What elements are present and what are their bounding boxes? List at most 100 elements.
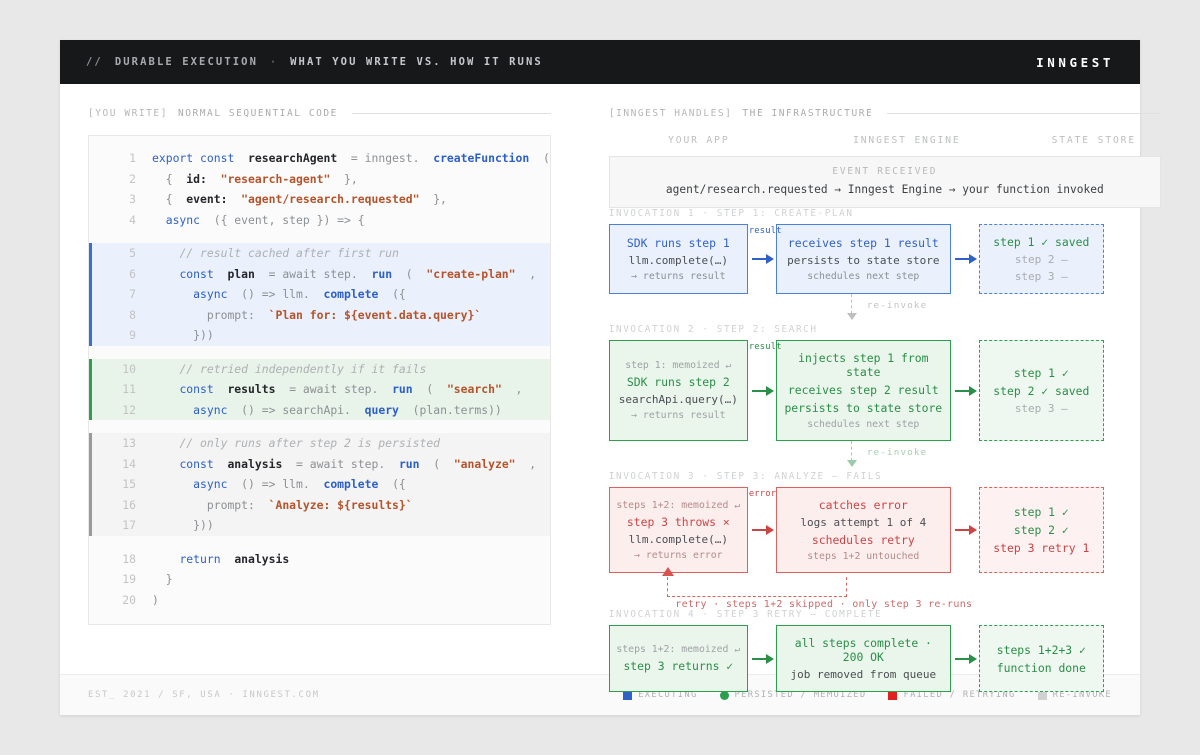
legend-item: RE-INVOKE xyxy=(1037,690,1112,700)
code-line-text: // retried independently if it fails xyxy=(179,361,427,376)
state-store-box[interactable]: step 1 ✓step 2 ✓step 3 retry 1 xyxy=(978,487,1104,573)
flow-arrow-head xyxy=(765,385,774,396)
box-line: step 2 – xyxy=(1014,253,1068,266)
column-headers: YOUR APP INNGEST ENGINE STATE STORE xyxy=(609,135,1161,146)
flow-arrow-head xyxy=(765,254,774,264)
invocation-row: steps 1+2: memoized ↵step 3 throws ×llm.… xyxy=(608,487,1161,573)
flow-arrow-head xyxy=(968,385,977,396)
code-line-number: 5 xyxy=(129,246,136,260)
code-section-rule xyxy=(351,113,551,114)
footer-credit: EST_ 2021 / SF, USA · INNGEST.COM xyxy=(88,690,320,700)
connector-label: re-invoke xyxy=(866,300,928,311)
code-line: 3 { event: "agent/research.requested" }, xyxy=(89,189,550,210)
flow-arrow: result xyxy=(748,224,782,294)
code-line-text: ) xyxy=(152,592,159,607)
code-line-number: 6 xyxy=(129,266,136,281)
flow-arrow-head xyxy=(968,653,977,664)
page-title: DURABLE EXECUTION xyxy=(114,56,259,68)
connector-arrowhead xyxy=(846,313,857,320)
legend-swatch-icon xyxy=(623,690,633,700)
connector-line xyxy=(850,294,852,314)
flow-arrow-line xyxy=(751,389,772,392)
box-line: all steps complete · 200 OK xyxy=(794,636,932,664)
code-line-number: 13 xyxy=(122,436,136,450)
re-invoke-connector: re-invoke xyxy=(609,441,1161,471)
flow-arrow-line xyxy=(954,389,975,392)
flow-arrow-line xyxy=(954,258,975,260)
flow-arrow: error xyxy=(748,487,776,573)
box-line: SDK runs step 1 xyxy=(626,236,730,250)
flow-arrow-line xyxy=(954,529,975,531)
code-line: 18 return analysis xyxy=(89,549,550,570)
retry-loop-arrowhead xyxy=(661,567,674,576)
connector-label: re-invoke xyxy=(866,447,928,458)
column-header-inngest-engine: INNGEST ENGINE xyxy=(853,135,961,146)
box-line: receives step 1 result xyxy=(787,236,939,250)
code-section-label: [YOU WRITE] NORMAL SEQUENTIAL CODE xyxy=(88,108,551,119)
app-header: // DURABLE EXECUTION · WHAT YOU WRITE VS… xyxy=(60,40,1140,84)
code-line-number: 4 xyxy=(129,212,136,227)
connector-arrowhead xyxy=(846,460,857,467)
code-line-number: 15 xyxy=(122,477,136,491)
code-line-number: 2 xyxy=(129,171,136,186)
box-line: llm.complete(…) xyxy=(628,254,728,267)
code-line-text: const results = await step. run ( "searc… xyxy=(179,382,523,396)
flow-arrow-line xyxy=(751,529,772,531)
diagram-section-rule xyxy=(887,113,1161,114)
code-line-text: })) xyxy=(193,518,214,532)
code-line: 13 // only runs after step 2 is persiste… xyxy=(89,433,550,454)
invocation-label: INVOCATION 3 · STEP 3: ANALYZE — FAILS xyxy=(608,471,883,482)
state-store-box[interactable]: steps 1+2+3 ✓function done xyxy=(978,625,1104,692)
code-line-number: 10 xyxy=(122,361,136,376)
column-header-your-app: YOUR APP xyxy=(668,135,730,146)
code-line-text: { id: "research-agent" }, xyxy=(165,171,358,186)
flow-arrow: result xyxy=(748,340,782,441)
legend-label: RE-INVOKE xyxy=(1052,690,1112,700)
diagram-section-tag: [INNGEST HANDLES] xyxy=(608,108,733,119)
code-line-number: 11 xyxy=(122,382,136,396)
legend-item: FAILED / RETRYING xyxy=(888,690,1015,700)
code-gap xyxy=(89,420,550,433)
box-line: → returns error xyxy=(634,549,723,561)
code-line: 4 async ({ event, step }) => { xyxy=(89,210,550,231)
event-received-title: EVENT RECEIVED xyxy=(832,166,938,177)
box-line: searchApi.query(…) xyxy=(618,393,738,406)
code-line: 11 const results = await step. run ( "se… xyxy=(89,379,550,400)
retry-loop-path xyxy=(666,577,847,597)
box-line: steps 1+2: memoized ↵ xyxy=(616,644,741,655)
code-line-text: prompt: `Plan for: ${event.data.query}` xyxy=(206,307,482,322)
invocation-row: steps 1+2: memoized ↵step 3 returns ✓ all… xyxy=(608,625,1161,692)
code-line: 7 async () => llm. complete ({ xyxy=(89,284,550,305)
box-line: step 1 ✓ xyxy=(1013,366,1069,380)
event-received-box: EVENT RECEIVED agent/research.requested … xyxy=(608,156,1161,208)
legend-swatch-icon xyxy=(719,690,729,700)
code-line-text: return analysis xyxy=(179,551,290,566)
code-line: 10 // retried independently if it fails xyxy=(89,358,550,379)
code-line: 16 prompt: `Analyze: ${results}` xyxy=(89,494,550,515)
code-line-number: 19 xyxy=(122,572,136,586)
code-line-number: 18 xyxy=(122,551,136,566)
legend-item: PERSISTED / MEMOIZED xyxy=(719,690,867,700)
flow-arrow xyxy=(951,625,979,692)
legend-label: FAILED / RETRYING xyxy=(903,690,1016,700)
code-line-text: const plan = await step. run ( "create-p… xyxy=(179,266,537,281)
flow-arrow-label: result xyxy=(748,226,782,236)
diagram-section-label: [INNGEST HANDLES] THE INFRASTRUCTURE xyxy=(609,108,1161,119)
your-app-box[interactable]: steps 1+2: memoized ↵step 3 returns ✓ xyxy=(608,625,748,692)
box-line: step 3 – xyxy=(1014,270,1068,283)
your-app-box[interactable]: steps 1+2: memoized ↵step 3 throws ×llm.… xyxy=(608,487,748,573)
code-line-text: const analysis = await step. run ( "anal… xyxy=(179,456,537,471)
code-line: 17 })) xyxy=(89,515,550,536)
